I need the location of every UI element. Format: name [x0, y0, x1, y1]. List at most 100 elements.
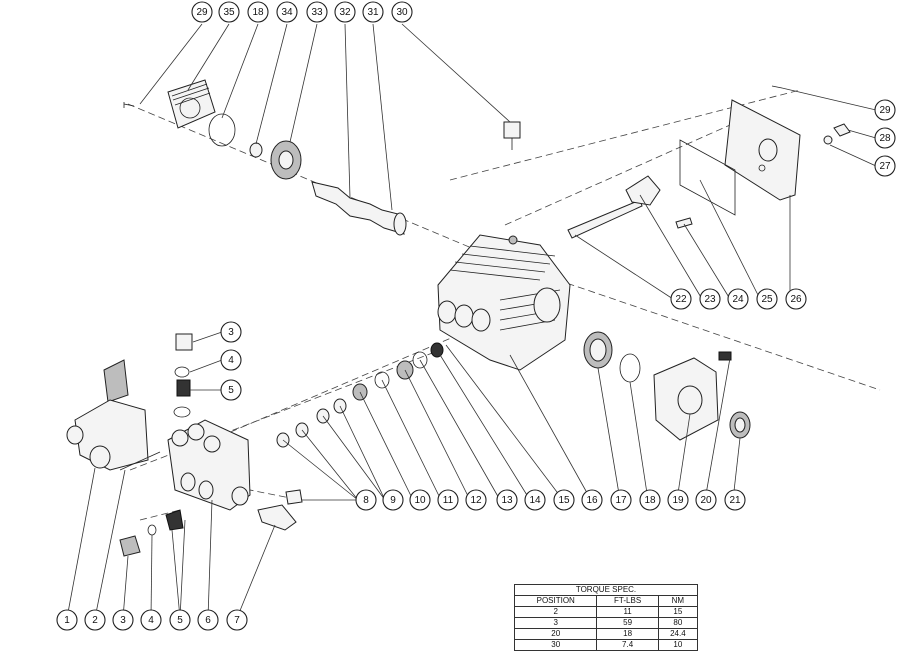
callout-label: 14 — [529, 495, 541, 506]
part-callout: 15 — [553, 489, 575, 511]
cell-position: 20 — [513, 628, 598, 640]
callout-label: 22 — [675, 294, 687, 305]
callout-circle — [553, 489, 575, 511]
callout-label: 2 — [92, 615, 98, 626]
part-callout: 18 — [247, 1, 269, 23]
cell-nm: 24.4 — [657, 628, 699, 640]
callout-circle — [465, 489, 487, 511]
part-callout: 35 — [218, 1, 240, 23]
part-callout: 3 — [220, 321, 242, 343]
part-callout: 12 — [465, 489, 487, 511]
part-callout: 26 — [785, 288, 807, 310]
part-callout: 24 — [727, 288, 749, 310]
part-callout: 6 — [197, 609, 219, 631]
callout-circle — [874, 155, 896, 177]
callout-circle — [220, 379, 242, 401]
callout-circle — [362, 1, 384, 23]
part-callout: 19 — [667, 489, 689, 511]
part-callout: 4 — [220, 349, 242, 371]
part-callout: 1 — [56, 609, 78, 631]
part-callout: 3 — [112, 609, 134, 631]
table-row: 30 7.4 10 — [513, 639, 699, 651]
callout-circle — [667, 489, 689, 511]
part-callout: 10 — [409, 489, 431, 511]
callout-circle — [874, 127, 896, 149]
rear-cover-parts — [123, 79, 521, 236]
callout-circle — [670, 288, 692, 310]
header-ft-lbs: FT-LBS — [596, 595, 659, 607]
callout-circle — [496, 489, 518, 511]
part-callout: 28 — [874, 127, 896, 149]
part-callout: 27 — [874, 155, 896, 177]
part-callout: 29 — [874, 99, 896, 121]
callout-circle — [785, 288, 807, 310]
callout-label: 12 — [470, 495, 482, 506]
callout-circle — [391, 1, 413, 23]
cell-ft-lbs: 18 — [596, 628, 659, 640]
callout-label: 7 — [234, 615, 240, 626]
callout-circle — [247, 1, 269, 23]
part-callout: 14 — [524, 489, 546, 511]
callout-label: 25 — [761, 294, 773, 305]
callout-circle — [56, 609, 78, 631]
callout-label: 13 — [501, 495, 513, 506]
callout-label: 1 — [64, 615, 70, 626]
part-callout: 31 — [362, 1, 384, 23]
cell-ft-lbs: 11 — [596, 606, 659, 618]
callout-circle — [84, 609, 106, 631]
callout-circle — [169, 609, 191, 631]
callout-circle — [699, 288, 721, 310]
callout-label: 5 — [177, 615, 183, 626]
callout-circle — [756, 288, 778, 310]
callout-label: 10 — [414, 495, 426, 506]
callout-label: 4 — [228, 355, 234, 366]
callout-circle — [409, 489, 431, 511]
part-callout: 32 — [334, 1, 356, 23]
callout-circle — [226, 609, 248, 631]
callout-label: 29 — [879, 105, 891, 116]
callout-circle — [197, 609, 219, 631]
part-callout: 22 — [670, 288, 692, 310]
torque-table-title: TORQUE SPEC. — [514, 584, 698, 596]
part-callout: 8 — [355, 489, 377, 511]
part-callout: 7 — [226, 609, 248, 631]
cell-position: 3 — [513, 617, 598, 629]
part-callout: 13 — [496, 489, 518, 511]
crankcase — [437, 234, 571, 371]
callout-circle — [382, 489, 404, 511]
callout-label: 18 — [644, 495, 656, 506]
callout-label: 24 — [732, 294, 744, 305]
callout-label: 15 — [558, 495, 570, 506]
part-callout: 4 — [140, 609, 162, 631]
leader-lines — [66, 23, 877, 619]
part-callout: 16 — [581, 489, 603, 511]
part-callout: 30 — [391, 1, 413, 23]
part-callout: 11 — [437, 489, 459, 511]
callout-label: 11 — [443, 495, 454, 506]
callout-circle — [140, 609, 162, 631]
callout-label: 31 — [367, 7, 379, 18]
callout-label: 3 — [120, 615, 126, 626]
callout-circle — [524, 489, 546, 511]
callout-label: 27 — [879, 161, 891, 172]
part-callout: 17 — [610, 489, 632, 511]
callout-label: 26 — [790, 294, 802, 305]
callout-circle — [306, 1, 328, 23]
part-callout: 18 — [639, 489, 661, 511]
callout-circle — [218, 1, 240, 23]
part-callout: 23 — [699, 288, 721, 310]
part-callout: 2 — [84, 609, 106, 631]
callout-label: 20 — [700, 495, 712, 506]
callout-circle — [610, 489, 632, 511]
part-callout: 9 — [382, 489, 404, 511]
part-callout: 34 — [276, 1, 298, 23]
part-callout: 29 — [191, 1, 213, 23]
callout-label: 19 — [672, 495, 684, 506]
header-nm: NM — [657, 595, 699, 607]
part-callout: 33 — [306, 1, 328, 23]
table-row: 2 11 15 — [513, 606, 699, 618]
part-callout: 20 — [695, 489, 717, 511]
table-row: 3 59 80 — [513, 617, 699, 629]
callout-circle — [581, 489, 603, 511]
